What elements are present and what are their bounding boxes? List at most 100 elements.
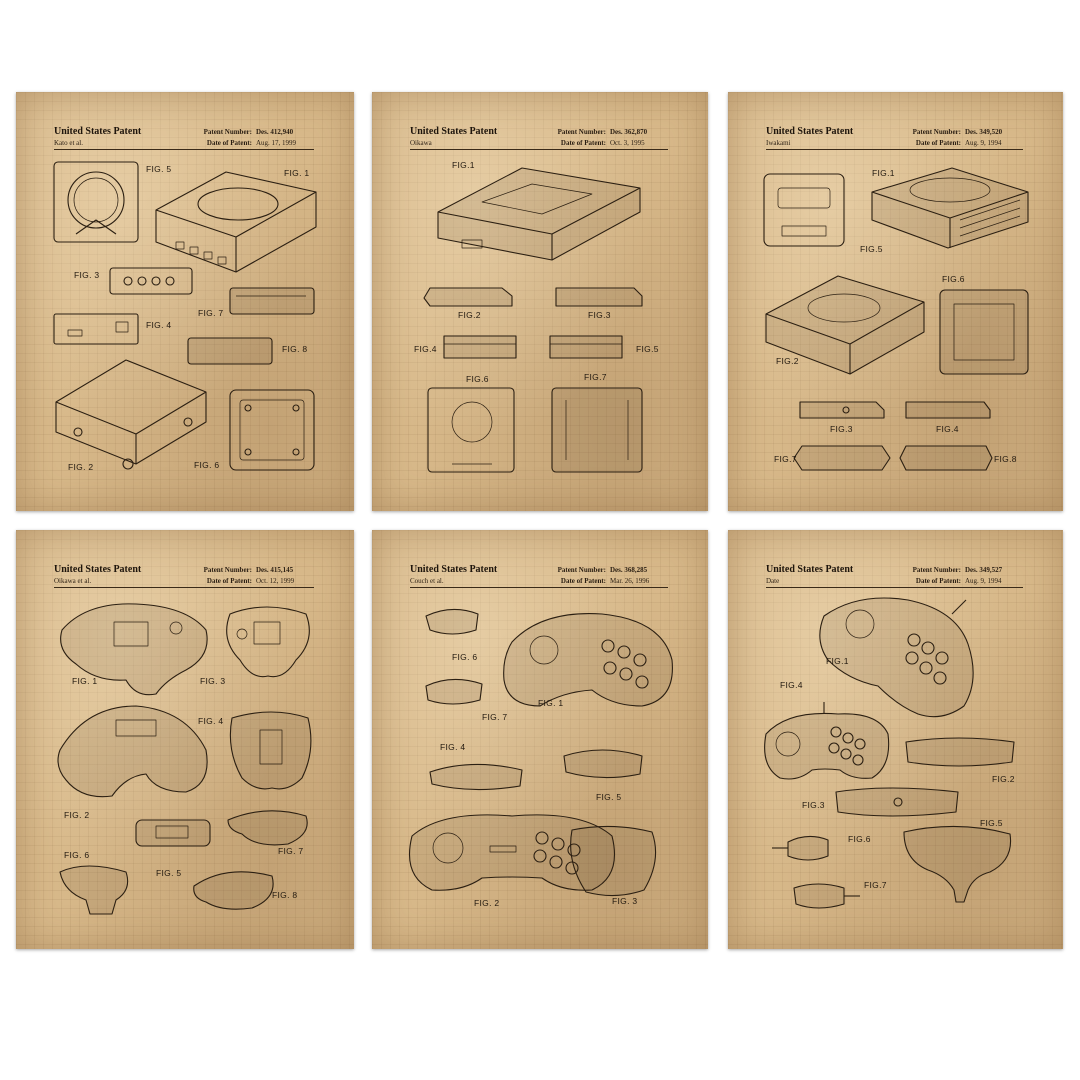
- fig-label: FIG. 7: [482, 712, 508, 722]
- fig7-controller-side-drawing: [227, 810, 308, 846]
- fig-label: FIG.7: [774, 454, 797, 464]
- fig1-controller-perspective-drawing: [60, 603, 208, 696]
- fig6-controller-bottom-drawing: [59, 865, 129, 915]
- fig-label: FIG.5: [860, 244, 883, 254]
- fig1-controller-perspective-drawing: [503, 613, 673, 707]
- fig4-controller-front-drawing: [429, 763, 523, 791]
- patent-title: United States Patent: [766, 126, 854, 137]
- patent-date: Oct. 12, 1999: [256, 577, 295, 585]
- fig3-controller-bottom-drawing: [570, 825, 657, 897]
- fig-label: FIG.1: [452, 160, 475, 170]
- fig-label: FIG. 3: [200, 676, 226, 686]
- fig5-controller-rear-drawing: [135, 819, 211, 847]
- fig-label: FIG. 4: [146, 320, 172, 330]
- fig3-controller-rear-drawing: [835, 787, 959, 817]
- fig-label: FIG. 1: [538, 698, 564, 708]
- patent-number-label: Patent Number:: [912, 566, 961, 574]
- fig-label: FIG. 4: [440, 742, 466, 752]
- fig5-side-view-drawing: [549, 335, 623, 359]
- patent-inventor: Date: [766, 577, 780, 585]
- fig2-bottom-perspective-drawing: [55, 359, 207, 470]
- fig-label: FIG. 2: [474, 898, 500, 908]
- fig-label: FIG. 6: [194, 460, 220, 470]
- fig5-controller-bottom-drawing: [903, 825, 1012, 903]
- patent-header: United States Patent Kato et al. Patent …: [54, 126, 314, 152]
- patent-header: United States Patent Oikawa Patent Numbe…: [410, 126, 668, 152]
- patent-poster-saturn-console: United States Patent Oikawa Patent Numbe…: [372, 92, 708, 511]
- fig2-controller-front-drawing: [905, 737, 1015, 767]
- fig-label: FIG.6: [466, 374, 489, 384]
- header-divider: [410, 149, 668, 150]
- fig-label: FIG. 3: [74, 270, 100, 280]
- fig-label: FIG.3: [830, 424, 853, 434]
- fig-label: FIG.1: [826, 656, 849, 666]
- patent-title: United States Patent: [54, 564, 142, 575]
- fig-label: FIG.5: [636, 344, 659, 354]
- patent-date-label: Date of Patent:: [560, 139, 606, 147]
- patent-header: United States Patent Couch et al. Patent…: [410, 564, 668, 590]
- patent-number: Des. 415,145: [256, 566, 294, 574]
- fig-label: FIG. 2: [68, 462, 94, 472]
- fig-label: FIG.4: [780, 680, 803, 690]
- patent-date: Aug. 9, 1994: [965, 577, 1002, 585]
- patent-title: United States Patent: [766, 564, 854, 575]
- patent-number: Des. 349,520: [965, 128, 1003, 136]
- patent-header: United States Patent Date Patent Number:…: [766, 564, 1023, 590]
- fig-label: FIG.3: [588, 310, 611, 320]
- fig-label: FIG.5: [980, 818, 1003, 828]
- fig-label: FIG.2: [776, 356, 799, 366]
- patent-number-label: Patent Number:: [203, 128, 252, 136]
- patent-poster-genesis-console: United States Patent Iwakami Patent Numb…: [728, 92, 1063, 511]
- header-divider: [54, 149, 314, 150]
- fig2-console-perspective-drawing: [765, 275, 925, 375]
- patent-number: Des. 412,940: [256, 128, 294, 136]
- patent-inventor: Oikawa: [410, 139, 432, 147]
- fig7-controller-side-drawing: [425, 678, 483, 705]
- fig3-controller-top-drawing: [226, 606, 310, 678]
- fig4-rear-view-drawing: [53, 313, 139, 345]
- patent-poster-dreamcast-controller: United States Patent Oikawa et al. Paten…: [16, 530, 354, 949]
- fig4-controller-top-drawing: [764, 702, 890, 780]
- fig5-top-view-drawing: [763, 173, 845, 247]
- patent-header: United States Patent Iwakami Patent Numb…: [766, 126, 1023, 152]
- fig4-controller-front-drawing: [229, 711, 312, 790]
- patent-number: Des. 349,527: [965, 566, 1003, 574]
- patent-number: Des. 368,285: [610, 566, 648, 574]
- fig1-controller-perspective-drawing: [819, 597, 974, 718]
- patent-title: United States Patent: [54, 126, 142, 137]
- fig8-side-view-drawing: [187, 337, 273, 365]
- fig-label: FIG.2: [992, 774, 1015, 784]
- patent-number-label: Patent Number:: [557, 128, 606, 136]
- patent-date-label: Date of Patent:: [560, 577, 606, 585]
- patent-date-label: Date of Patent:: [206, 577, 252, 585]
- patent-poster-dreamcast-console: United States Patent Kato et al. Patent …: [16, 92, 354, 511]
- patent-date: Mar. 26, 1996: [610, 577, 650, 585]
- patent-drawings: [423, 167, 643, 473]
- fig-label: FIG. 6: [452, 652, 478, 662]
- fig-label: FIG.6: [848, 834, 871, 844]
- patent-number-label: Patent Number:: [912, 128, 961, 136]
- fig-label: FIG. 4: [198, 716, 224, 726]
- fig-label: FIG. 8: [282, 344, 308, 354]
- fig-label: FIG. 1: [72, 676, 98, 686]
- patent-poster-genesis-controller: United States Patent Date Patent Number:…: [728, 530, 1063, 949]
- fig-label: FIG.4: [414, 344, 437, 354]
- patent-date-label: Date of Patent:: [915, 139, 961, 147]
- patent-number-label: Patent Number:: [557, 566, 606, 574]
- patent-number: Des. 362,870: [610, 128, 648, 136]
- fig2-front-view-drawing: [423, 287, 513, 307]
- patent-date: Aug. 9, 1994: [965, 139, 1002, 147]
- patent-drawings: [57, 603, 312, 915]
- patent-inventor: Couch et al.: [410, 577, 444, 585]
- patent-date-label: Date of Patent:: [915, 577, 961, 585]
- patent-inventor: Iwakami: [766, 139, 791, 147]
- patent-number-label: Patent Number:: [203, 566, 252, 574]
- patent-date: Oct. 3, 1995: [610, 139, 645, 147]
- header-divider: [54, 587, 314, 588]
- fig-label: FIG.2: [458, 310, 481, 320]
- fig-label: FIG.6: [942, 274, 965, 284]
- fig6-top-view-drawing: [427, 387, 515, 473]
- patent-poster-six-button-controller: United States Patent Couch et al. Patent…: [372, 530, 708, 949]
- fig-label: FIG. 1: [284, 168, 310, 178]
- fig5-controller-rear-drawing: [563, 749, 643, 779]
